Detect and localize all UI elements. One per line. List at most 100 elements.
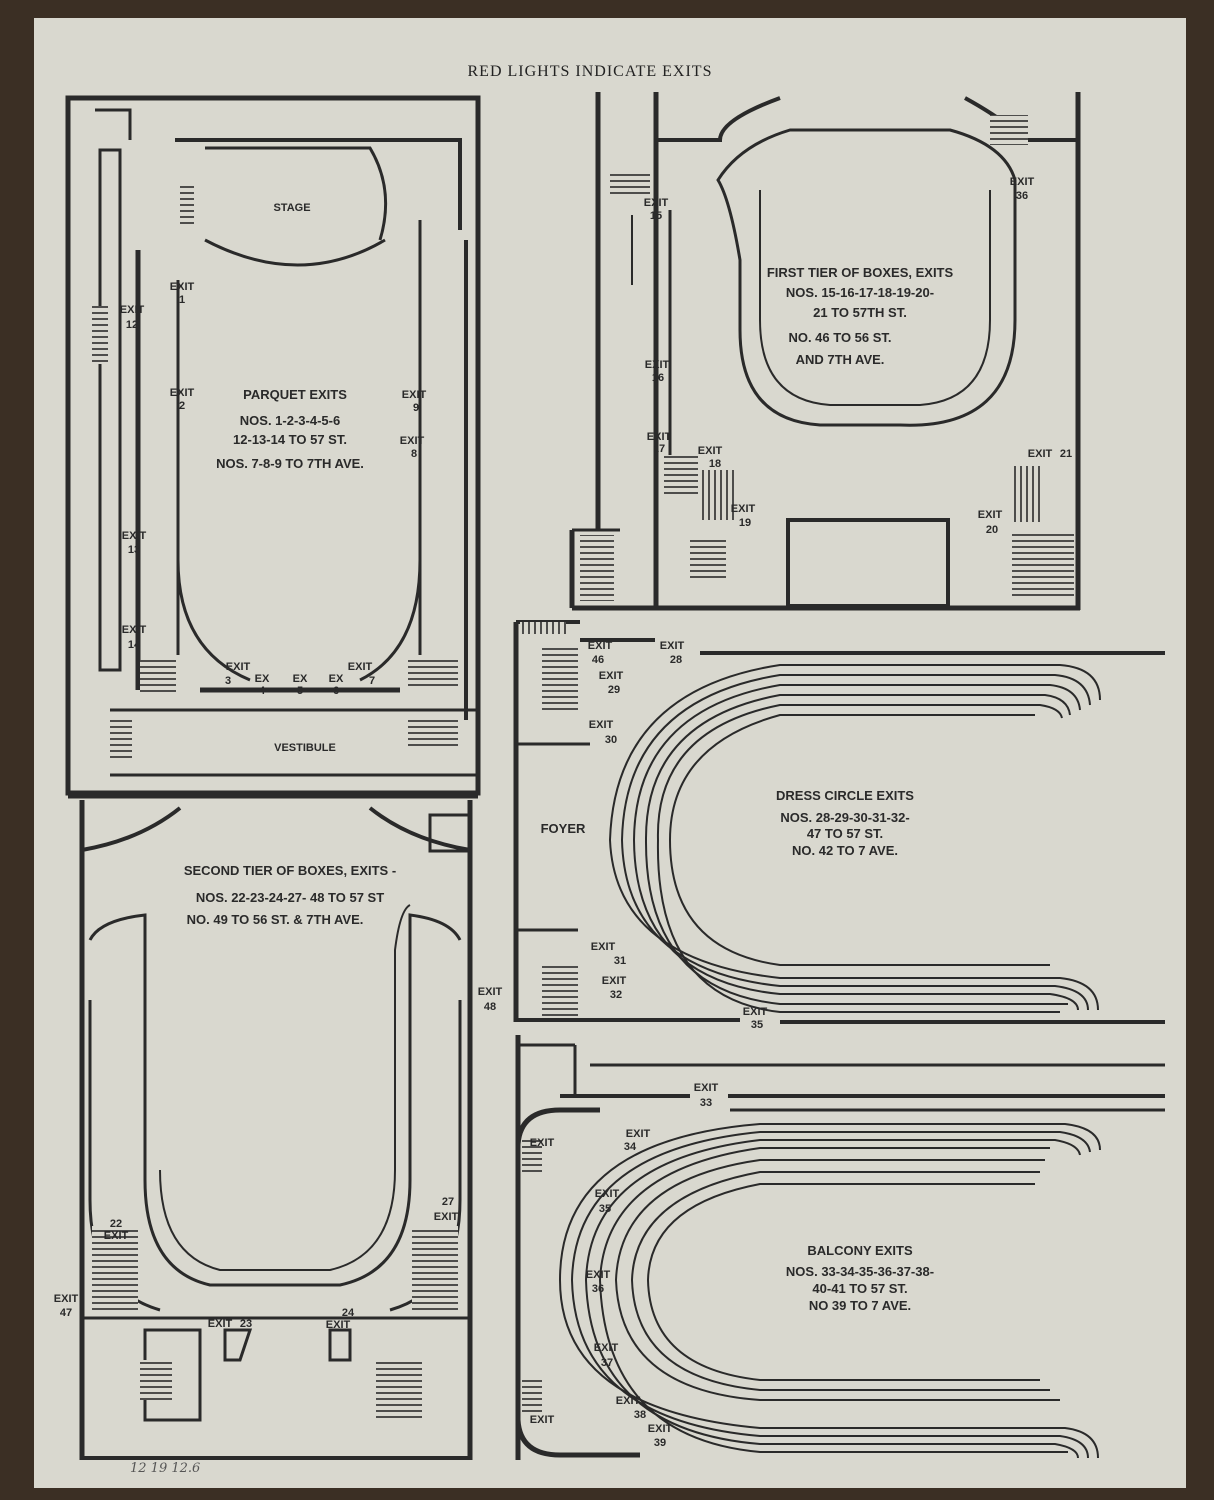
stair-icon [1010, 466, 1042, 522]
exit-label: EXIT [226, 661, 251, 673]
exit-label: EXIT [645, 359, 670, 371]
exit-label: EXIT [660, 640, 685, 652]
parquet-exits-heading: PARQUET EXITS [243, 387, 347, 402]
exit-number: 24 [342, 1307, 355, 1319]
stair-icon [690, 540, 726, 580]
dress-circle-rows [608, 664, 1101, 1013]
exit-number: 21 [1060, 448, 1072, 460]
exit-label: EXIT [170, 281, 195, 293]
exit-label: EXIT [400, 435, 425, 447]
exit-number: 5 [297, 685, 303, 697]
first-tier-line-2: 21 TO 57TH ST. [813, 305, 907, 320]
exit-label: EXIT [348, 661, 373, 673]
exit-number: 14 [128, 639, 141, 651]
exit-number: 39 [654, 1437, 666, 1449]
ex-label: EX [255, 673, 270, 685]
first-tier-line-1: NOS. 15-16-17-18-19-20- [786, 285, 934, 300]
exit-number: 7 [369, 675, 375, 687]
exit-label: EXIT [170, 387, 195, 399]
exit-label: EXIT [602, 975, 627, 987]
exit-number: 4 [259, 685, 266, 697]
stair-icon [408, 660, 458, 690]
stair-icon [376, 1360, 422, 1420]
handwritten-annotation: 12 19 12.6 [130, 1461, 200, 1476]
exit-label: EXIT [595, 1188, 620, 1200]
second-tier-heading: SECOND TIER OF BOXES, EXITS - [184, 863, 396, 878]
exit-number: 36 [1016, 190, 1028, 202]
exit-label: EXIT [1028, 448, 1053, 460]
stair-icon [542, 648, 578, 712]
exit-number: 31 [614, 955, 626, 967]
exit-label: EXIT [743, 1006, 768, 1018]
exit-number: 32 [610, 989, 622, 1001]
exit-number: 33 [700, 1097, 712, 1109]
first-tier-line-3: NO. 46 TO 56 ST. [788, 330, 891, 345]
exit-label: EXIT [530, 1414, 555, 1426]
paper-sheet [34, 18, 1186, 1488]
ex-label: EX [293, 673, 308, 685]
vestibule-label: VESTIBULE [274, 742, 336, 754]
stair-icon [520, 622, 566, 634]
exit-label: EXIT [731, 503, 756, 515]
exit-label: EXIT [589, 719, 614, 731]
balcony-line-2: 40-41 TO 57 ST. [812, 1281, 907, 1296]
stair-icon [140, 660, 176, 692]
stair-icon [1012, 530, 1074, 600]
exit-number: 29 [608, 684, 620, 696]
stage-label: STAGE [273, 202, 310, 214]
exit-number: 15 [650, 210, 662, 222]
exit-label: EXIT [586, 1269, 611, 1281]
exit-label: EXIT [698, 445, 723, 457]
dress-circle-line-2: 47 TO 57 ST. [807, 826, 883, 841]
exit-label: EXIT [122, 530, 147, 542]
exit-number: 35 [599, 1203, 611, 1215]
exit-label: EXIT [104, 1230, 129, 1242]
exit-number: 47 [60, 1307, 72, 1319]
exit-number: 17 [653, 443, 665, 455]
exit-number: 28 [670, 654, 682, 666]
balcony-line-1: NOS. 33-34-35-36-37-38- [786, 1264, 934, 1279]
exit-label: EXIT [648, 1423, 673, 1435]
exit-number: 3 [225, 675, 231, 687]
exit-label: EXIT [591, 941, 616, 953]
exit-label: EXIT [54, 1293, 79, 1305]
first-tier-heading: FIRST TIER OF BOXES, EXITS [767, 265, 954, 280]
parquet-exits-line-1: NOS. 1-2-3-4-5-6 [240, 413, 340, 428]
exit-markers: EXIT 1 EXIT 2 EXIT 3 EX 4 EX 5 EX 6 EXIT… [54, 176, 1072, 1449]
exit-number: 27 [442, 1196, 454, 1208]
stair-icon [990, 115, 1028, 145]
stair-icon [92, 1226, 138, 1310]
stair-icon [522, 1140, 542, 1176]
exit-number: 2 [179, 400, 185, 412]
balcony-heading: BALCONY EXITS [807, 1243, 913, 1258]
exit-label: EXIT [402, 389, 427, 401]
parquet-exits-line-3: NOS. 7-8-9 TO 7TH AVE. [216, 456, 364, 471]
exit-label: EXIT [644, 197, 669, 209]
exit-number: 20 [986, 524, 998, 536]
exit-number: 36 [592, 1283, 604, 1295]
exit-label: EXIT [530, 1137, 555, 1149]
exit-number: 35 [751, 1019, 763, 1031]
exit-number: 46 [592, 654, 604, 666]
stair-icon [700, 470, 735, 520]
exit-number: 30 [605, 734, 617, 746]
stair-icon [408, 718, 458, 746]
exit-number: 22 [110, 1218, 122, 1230]
foyer-label: FOYER [541, 821, 586, 836]
parquet-exits-line-2: 12-13-14 TO 57 ST. [233, 432, 347, 447]
stair-icon [664, 455, 698, 495]
exit-number: 23 [240, 1318, 252, 1330]
stair-icon [610, 170, 650, 198]
exit-number: 9 [413, 402, 419, 414]
first-tier-plan [569, 92, 1081, 611]
exit-label: EXIT [120, 304, 145, 316]
stair-icon [110, 720, 132, 760]
first-tier-line-4: AND 7TH AVE. [796, 352, 885, 367]
dress-circle-heading: DRESS CIRCLE EXITS [776, 788, 914, 803]
balcony-rows [558, 1123, 1101, 1459]
stair-icon [92, 306, 108, 364]
exit-number: 34 [624, 1141, 637, 1153]
exit-number: 8 [411, 448, 417, 460]
exit-number: 1 [179, 294, 185, 306]
exit-number: 18 [709, 458, 721, 470]
